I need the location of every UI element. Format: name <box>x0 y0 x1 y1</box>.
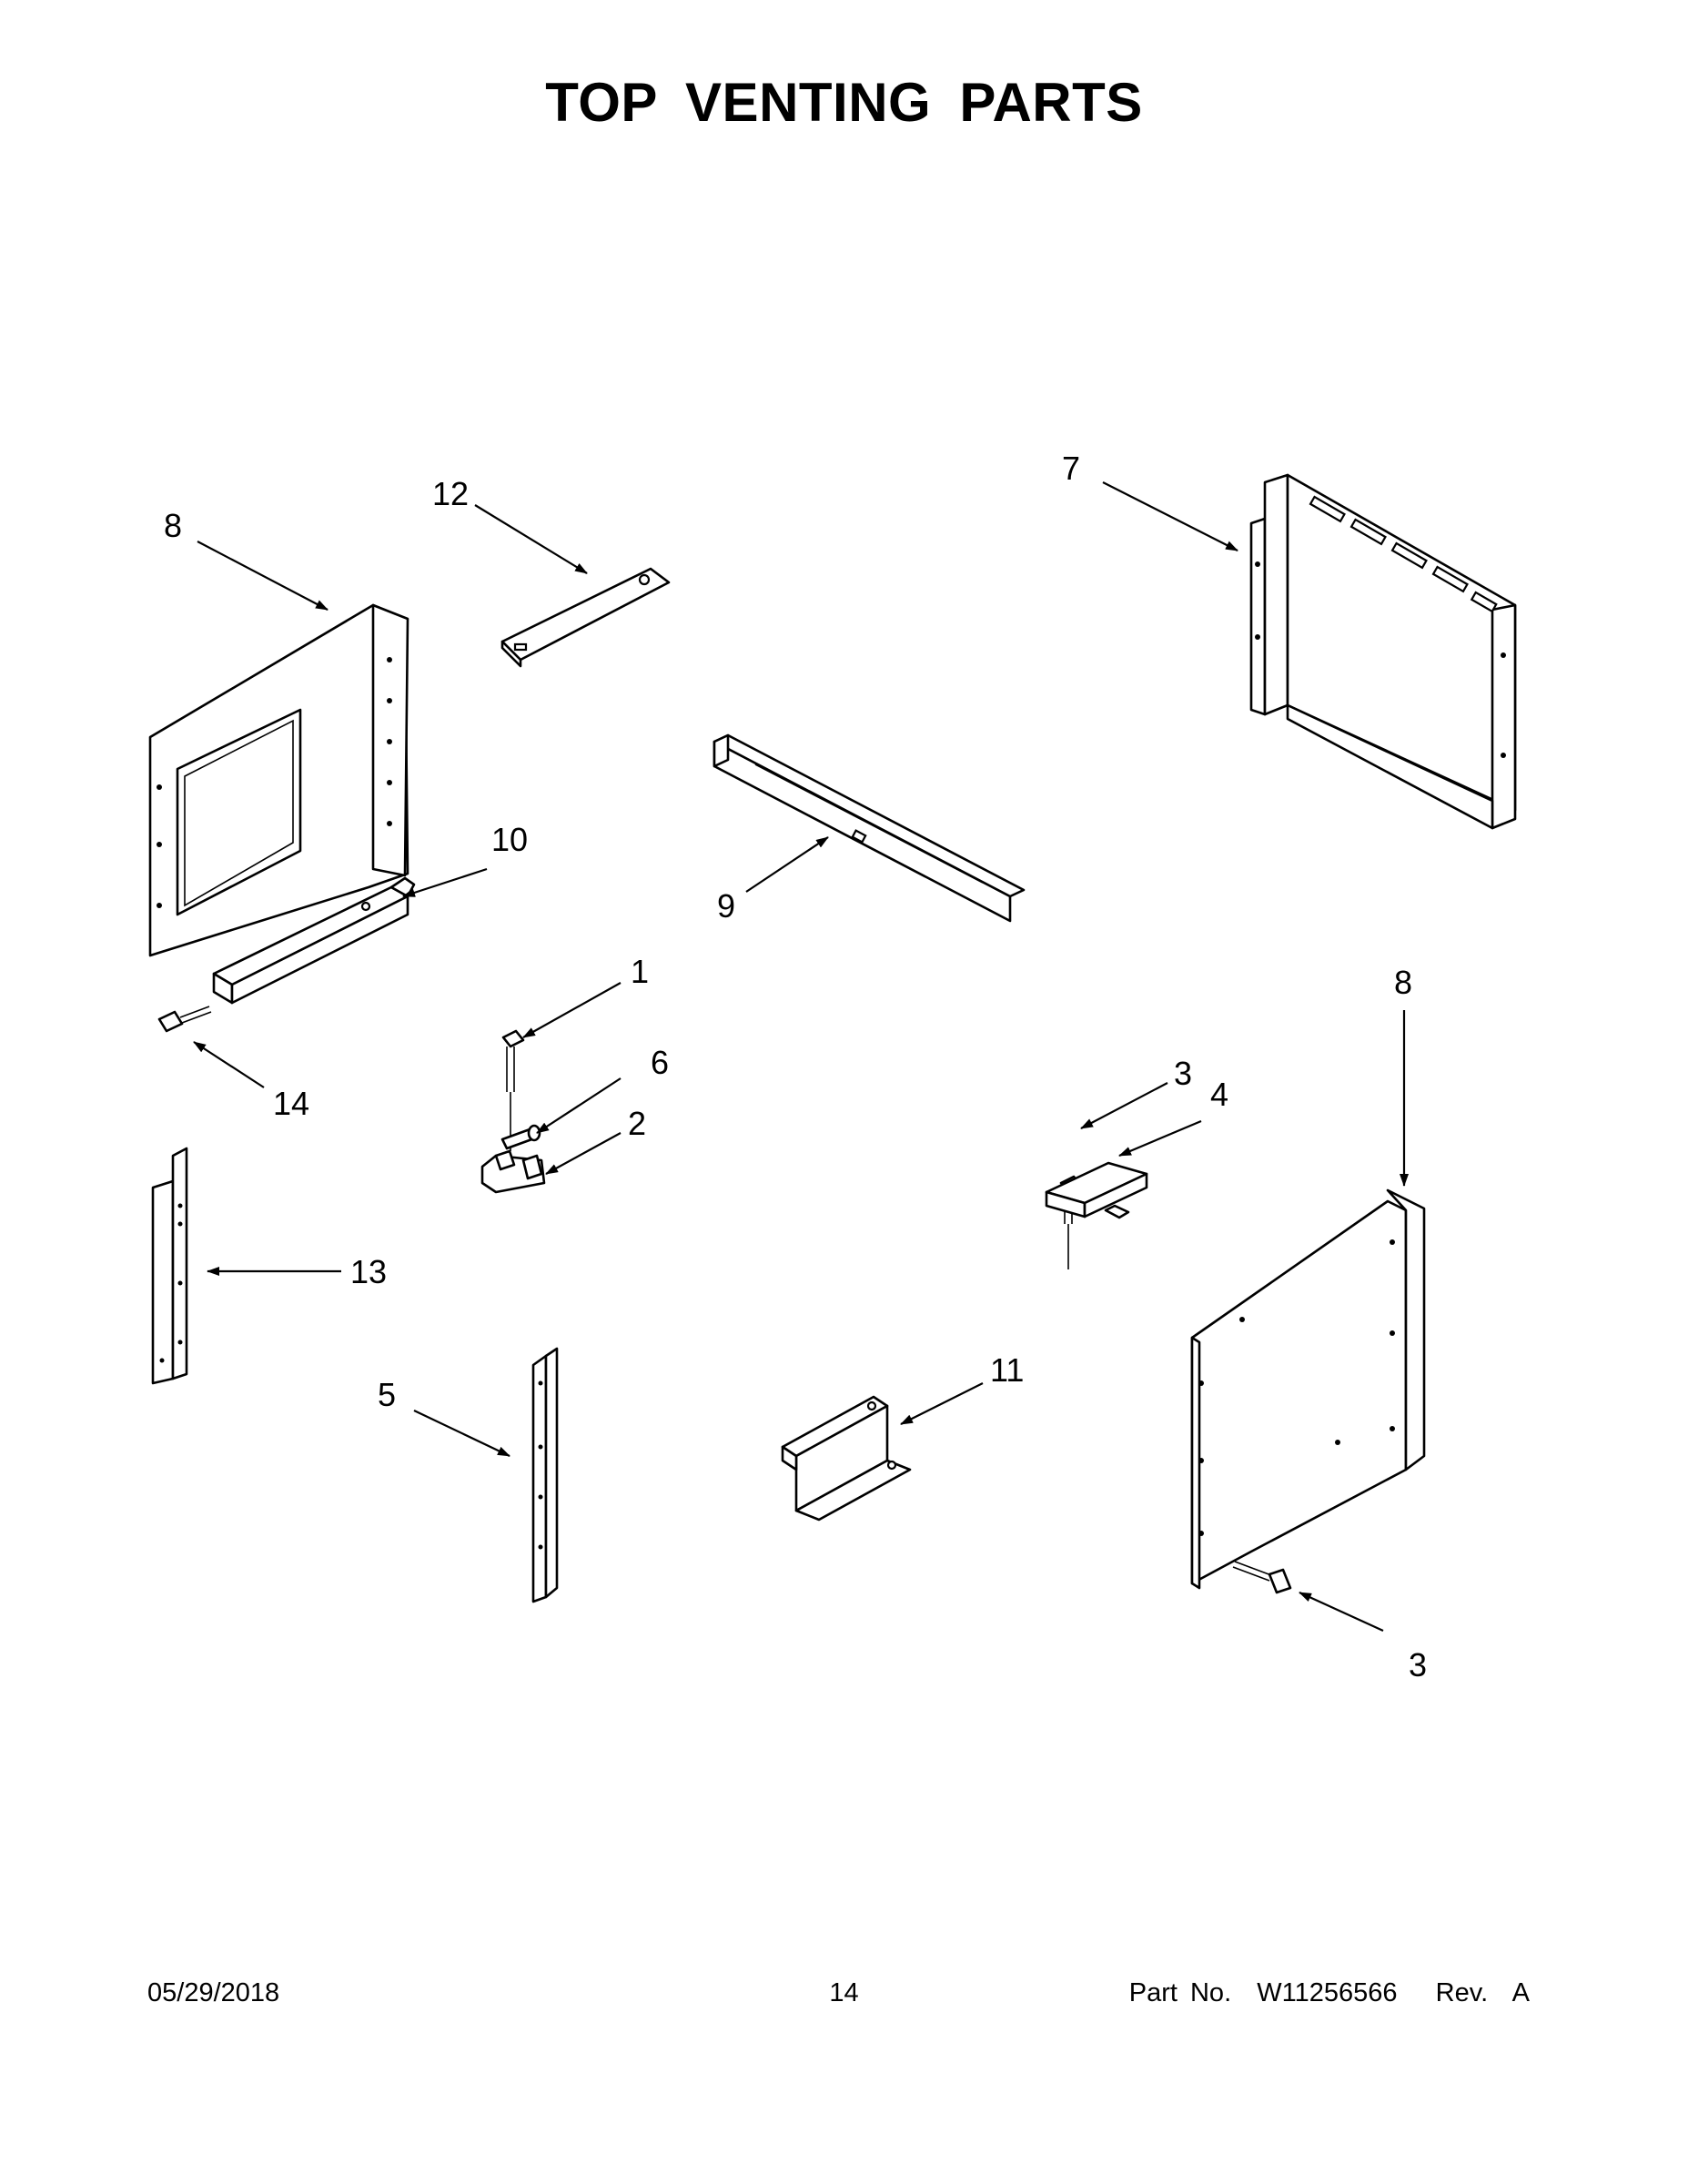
callout-11: 11 <box>990 1351 1024 1389</box>
callout-13: 13 <box>350 1253 387 1290</box>
leader-lines <box>193 481 1409 1633</box>
part-8-right-panel <box>1190 1188 1426 1590</box>
part-14-screw <box>157 1006 212 1033</box>
callout-4: 4 <box>1210 1076 1228 1113</box>
part-7-rear-panel <box>1249 473 1517 830</box>
callouts: 8 12 7 10 9 14 1 6 2 13 5 3 4 8 11 3 <box>164 450 1427 1684</box>
callout-3-upper: 3 <box>1174 1055 1192 1092</box>
part-8-left-panel <box>148 603 409 957</box>
callout-14: 14 <box>273 1085 309 1122</box>
callout-8-lower: 8 <box>1394 964 1412 1001</box>
part-9-channel <box>713 733 1026 923</box>
footer-page-number: 14 <box>829 1978 859 2007</box>
part-11-bracket <box>781 1395 912 1522</box>
callout-9: 9 <box>717 887 735 925</box>
part-2-clip <box>480 1149 546 1194</box>
callout-1: 1 <box>631 953 649 990</box>
callout-6: 6 <box>651 1044 669 1081</box>
page-title: TOP VENTING PARTS <box>545 72 1143 133</box>
callout-10: 10 <box>491 821 528 858</box>
part-4-module <box>1045 1161 1148 1219</box>
part-10-bracket <box>212 876 416 1005</box>
footer-part-number: Part No. W11256566 Rev. A <box>1128 1978 1530 2007</box>
part-12-plate <box>500 567 671 668</box>
footer-date: 05/29/2018 <box>147 1978 280 2007</box>
part-6-bushing <box>500 1124 541 1150</box>
part-3-screw-lower <box>1232 1561 1292 1594</box>
callout-8-upper: 8 <box>164 507 182 544</box>
callout-2: 2 <box>628 1105 646 1142</box>
part-13-rail <box>151 1147 188 1385</box>
part-5-rail <box>531 1347 559 1603</box>
callout-5: 5 <box>378 1376 396 1413</box>
callout-12: 12 <box>432 475 469 512</box>
callout-7: 7 <box>1062 450 1080 487</box>
callout-3-lower: 3 <box>1409 1646 1427 1684</box>
